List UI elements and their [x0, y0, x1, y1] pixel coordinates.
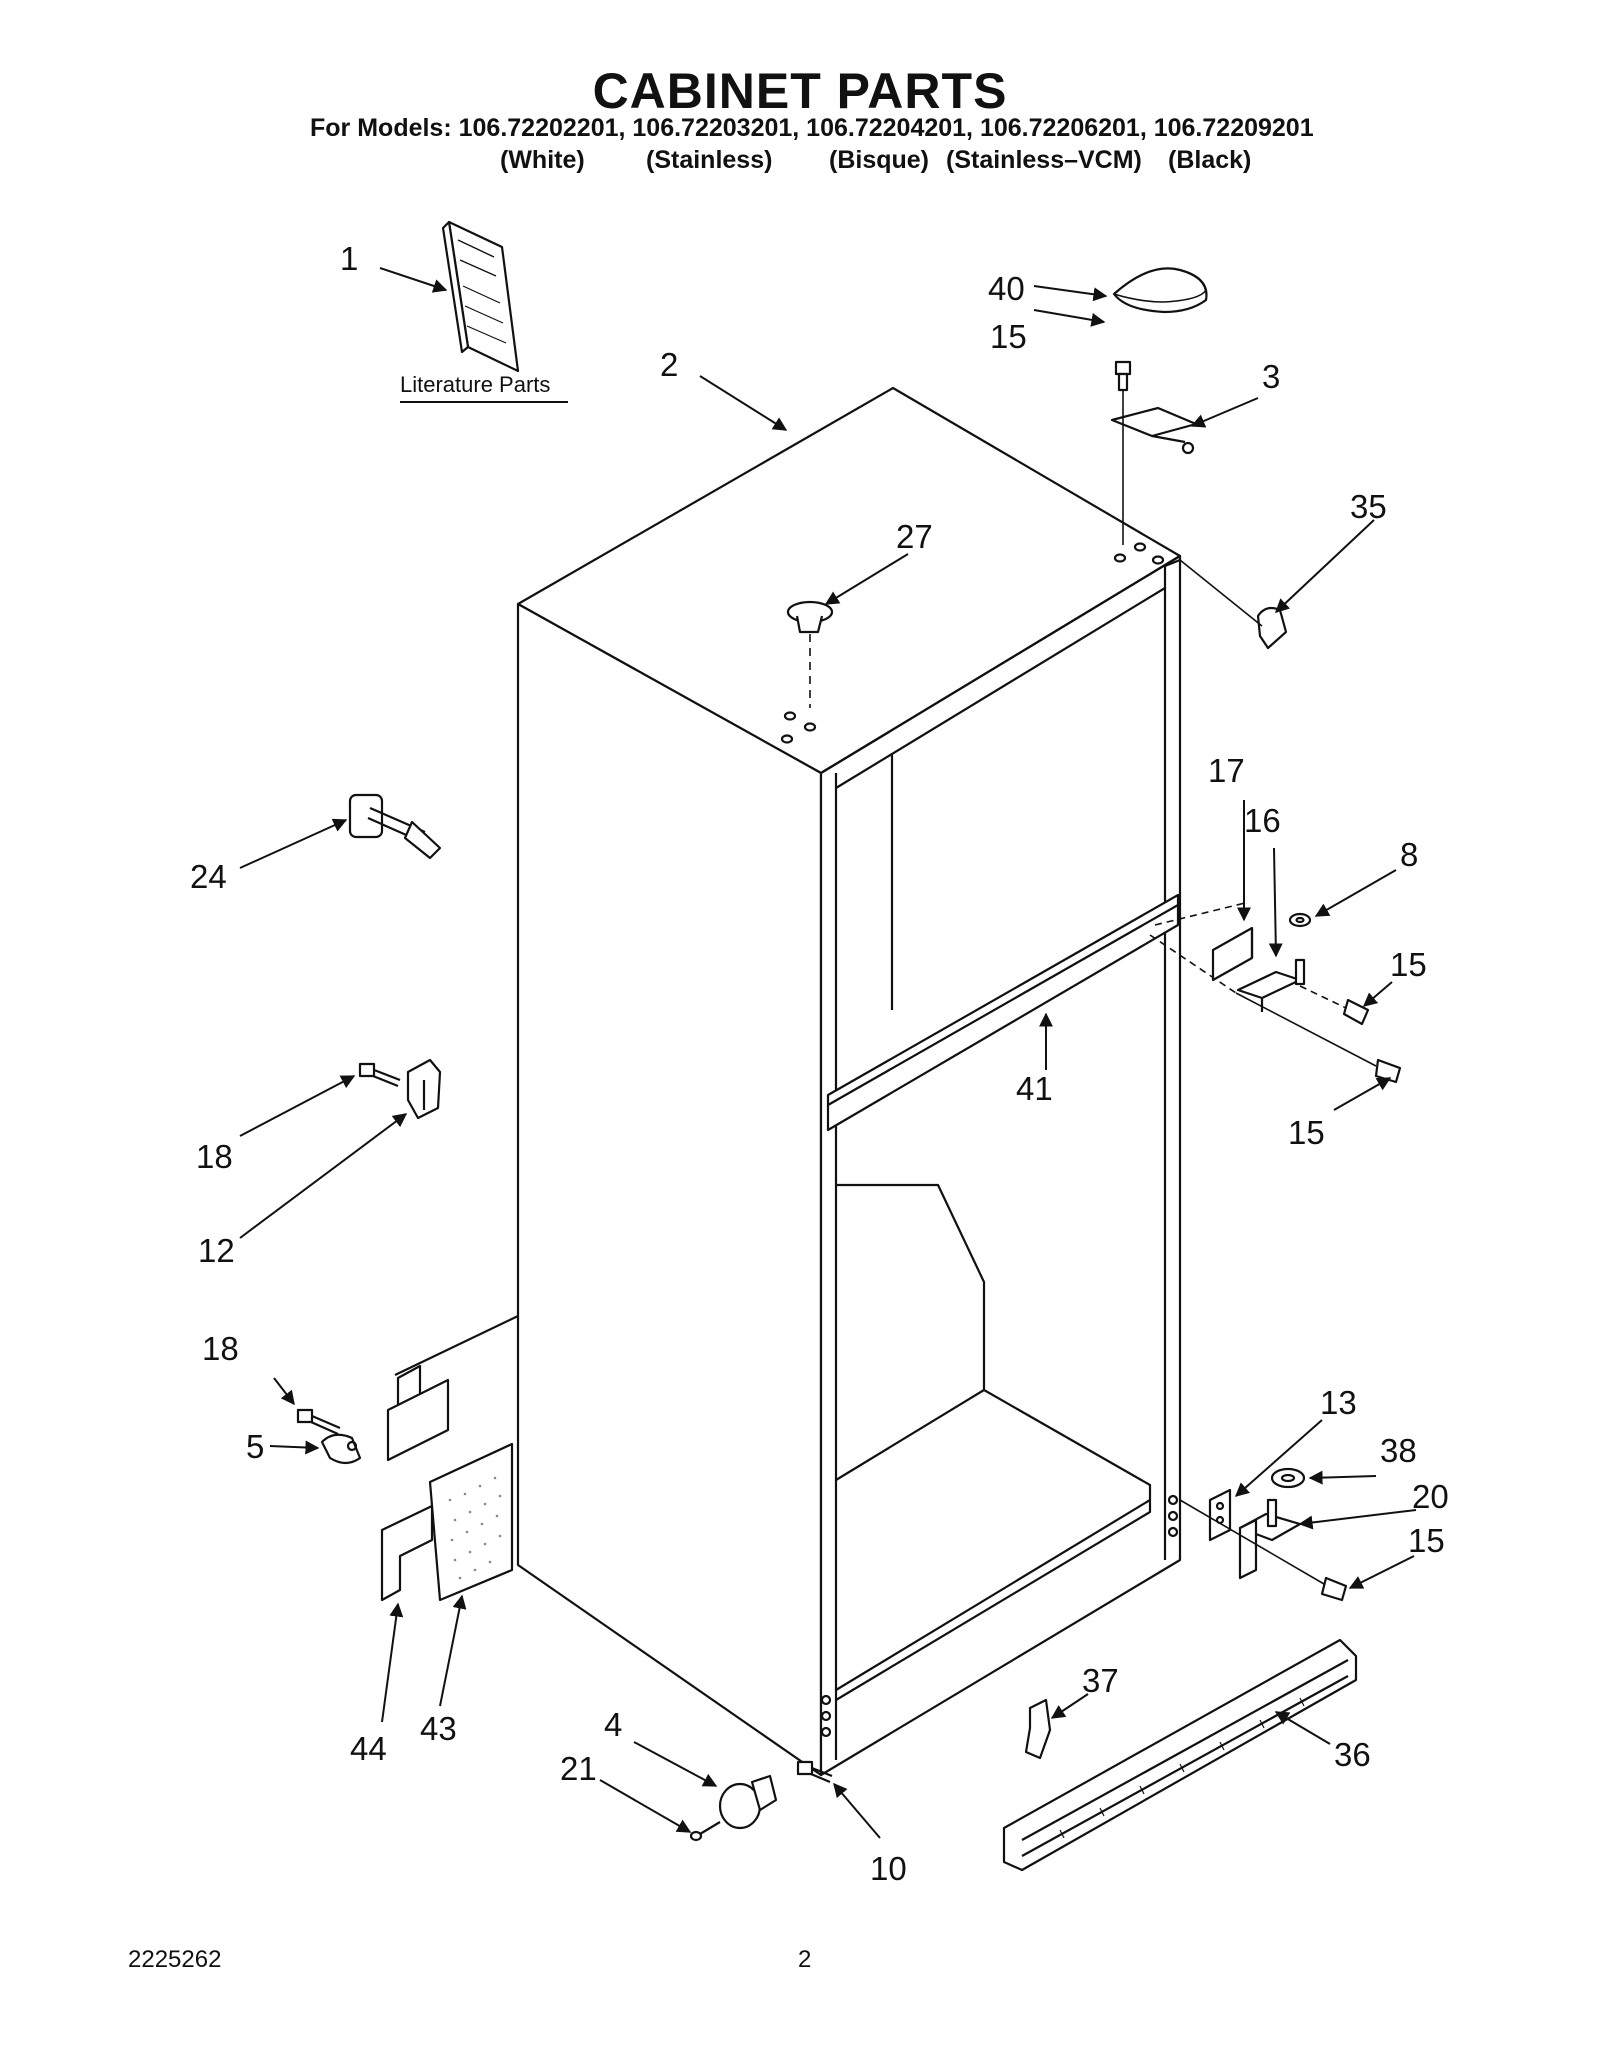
callout-38: 38 [1380, 1432, 1417, 1469]
literature-parts-underline [400, 401, 568, 403]
mullion-divider [826, 893, 1246, 1132]
callout-40: 40 [988, 270, 1025, 307]
callout-43: 43 [420, 1710, 457, 1747]
literature-parts-label: Literature Parts [400, 372, 551, 397]
clamp-5-icon [320, 1433, 362, 1465]
literature-manual-icon [441, 220, 520, 373]
callout-24: 24 [190, 858, 227, 895]
callout-10: 10 [870, 1850, 907, 1887]
page-number: 2 [798, 1946, 812, 1973]
callout-37: 37 [1082, 1662, 1119, 1699]
callout-1: 1 [340, 240, 358, 277]
clip-12-icon [406, 1058, 442, 1120]
page-title: CABINET PARTS [592, 63, 1008, 119]
variant-bisque: (Bisque) [829, 146, 929, 174]
models-line: For Models: 106.72202201, 106.72203201, … [310, 114, 1314, 142]
callout-5: 5 [246, 1428, 264, 1465]
middle-hinge-bracket-icon [1211, 926, 1254, 982]
screw-10-icon [796, 1760, 833, 1784]
variant-white: (White) [500, 146, 585, 174]
callout-8: 8 [1400, 836, 1418, 873]
callout-15-bottom: 15 [1408, 1522, 1445, 1559]
document-number: 2225262 [128, 1946, 222, 1973]
callout-15-top: 15 [990, 318, 1027, 355]
callout-13: 13 [1320, 1384, 1357, 1421]
callout-4: 4 [604, 1706, 622, 1743]
screw-18-lower-icon [296, 1408, 341, 1436]
screw-15-low-icon [1235, 992, 1402, 1084]
lower-hinge-bracket-13-icon [1208, 1488, 1232, 1542]
variant-stainless-vcm: (Stainless–VCM) [946, 146, 1142, 174]
variant-stainless: (Stainless) [646, 146, 773, 174]
hinge-cover-icon [1112, 267, 1208, 314]
base-grille-36-icon [1002, 1638, 1358, 1872]
screw-15-bottom-icon [1179, 1499, 1348, 1602]
callout-3: 3 [1262, 358, 1280, 395]
callout-15-mid: 15 [1390, 946, 1427, 983]
leader-arrows [239, 267, 1417, 1839]
callout-21: 21 [560, 1750, 597, 1787]
callout-17: 17 [1208, 752, 1245, 789]
callout-15-low: 15 [1288, 1114, 1325, 1151]
cabinet-shell [516, 386, 1182, 1777]
callout-12: 12 [198, 1232, 235, 1269]
leveler-bolt-icon [348, 793, 442, 860]
callout-18-lower: 18 [202, 1330, 239, 1367]
hinge-cap-icon [1179, 559, 1288, 650]
callout-18-upper: 18 [196, 1138, 233, 1175]
screw-18-upper-icon [358, 1062, 401, 1088]
cover-plate-43-icon [394, 1315, 519, 1602]
lower-hinge-20-icon [1238, 1498, 1302, 1580]
callout-16: 16 [1244, 802, 1281, 839]
grille-clip-37-icon [1024, 1698, 1052, 1760]
callout-2: 2 [660, 346, 678, 383]
top-hinge-icon [1110, 390, 1198, 545]
middle-hinge-icon [1236, 958, 1306, 1012]
callout-36: 36 [1334, 1736, 1371, 1773]
callout-44: 44 [350, 1730, 387, 1767]
screw-15-top-icon [1114, 360, 1132, 392]
callout-41: 41 [1016, 1070, 1053, 1107]
washer-8-icon [1288, 912, 1312, 928]
callout-27: 27 [896, 518, 933, 555]
variant-black: (Black) [1168, 146, 1252, 174]
bracket-44-icon [380, 1364, 450, 1602]
plug-button-icon [786, 600, 834, 708]
callout-35: 35 [1350, 488, 1387, 525]
screw-15-mid-icon [1299, 985, 1370, 1026]
callout-labels: 1 2 40 15 3 35 27 24 17 16 8 15 41 15 18… [190, 240, 1449, 1887]
washer-38-icon [1270, 1467, 1306, 1489]
roller-4-icon [718, 1774, 778, 1830]
pin-21-icon [689, 1821, 721, 1842]
callout-20: 20 [1412, 1478, 1449, 1515]
